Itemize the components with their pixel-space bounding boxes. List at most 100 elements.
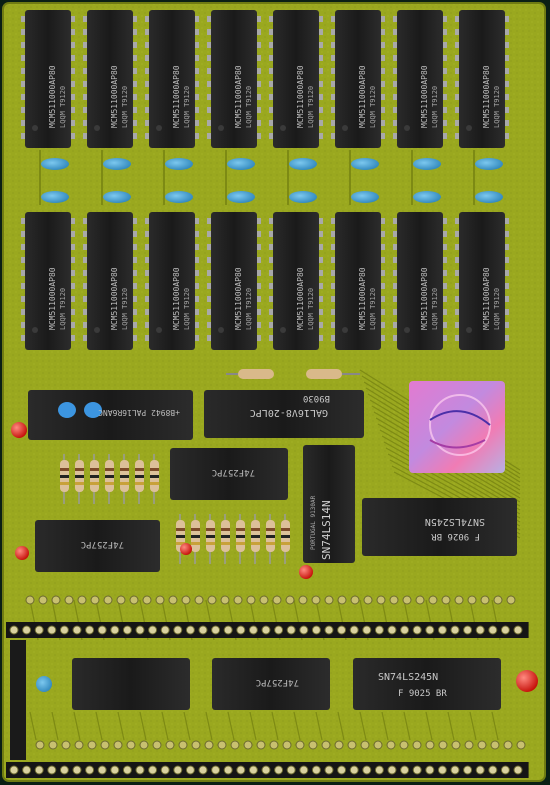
capacitor	[165, 191, 193, 203]
connector-pin	[135, 765, 145, 775]
connector-pin	[211, 765, 221, 775]
capacitor	[227, 158, 255, 170]
connector-pin	[85, 765, 95, 775]
connector-pin	[72, 765, 82, 775]
connector-pin	[139, 740, 149, 750]
connector-pin	[9, 625, 19, 635]
connector-pin	[160, 625, 170, 635]
connector-pin	[74, 740, 84, 750]
connector-pin	[363, 595, 373, 605]
connector-pin	[236, 625, 246, 635]
connector-pin	[311, 625, 321, 635]
ram-chip-datecode: LQQM T9120	[183, 86, 191, 128]
decoupling-capacitors	[41, 158, 503, 203]
connector-pin	[374, 765, 384, 775]
capacitor	[413, 158, 441, 170]
connector-pin	[72, 625, 82, 635]
connector-pin	[454, 595, 464, 605]
connector-pin	[100, 740, 110, 750]
trace	[337, 711, 345, 741]
capacitor	[227, 191, 255, 203]
trace	[249, 711, 257, 741]
ram-chip-label: MCM511000AP80	[48, 267, 57, 330]
led-red-right	[516, 670, 538, 692]
connector-pin	[286, 625, 296, 635]
connector-pin	[428, 595, 438, 605]
connector-pin	[500, 765, 510, 775]
connector-pin	[97, 765, 107, 775]
connector-pin	[261, 625, 271, 635]
connector-pin	[490, 740, 500, 750]
connector-pin	[122, 625, 132, 635]
connector-pin	[25, 595, 35, 605]
connector-pin	[475, 625, 485, 635]
connector-pin	[48, 740, 58, 750]
connector-pin	[299, 625, 309, 635]
connector-pin	[85, 625, 95, 635]
connector-pin	[503, 740, 513, 750]
capacitor	[103, 158, 131, 170]
connector-pin	[467, 595, 477, 605]
connector-pin	[122, 765, 132, 775]
connector-pin	[22, 765, 32, 775]
connector-pin	[399, 740, 409, 750]
ram-chip-label: MCM511000AP80	[358, 267, 367, 330]
ram-chip-label: MCM511000AP80	[172, 267, 181, 330]
connector-pin	[59, 765, 69, 775]
top-resistors	[226, 369, 360, 379]
connector-pin	[135, 625, 145, 635]
connector-pin	[233, 595, 243, 605]
connector-pin	[35, 740, 45, 750]
connector-pin	[34, 765, 44, 775]
connector-pin	[349, 765, 359, 775]
connector-pin	[311, 595, 321, 605]
connector-pin	[451, 740, 461, 750]
gal-chip-code: B9030	[303, 393, 330, 403]
ls245-chip-bottom: SN74LS245N F 9025 BR	[353, 658, 501, 710]
connector-pin	[425, 625, 435, 635]
connector-pin	[116, 595, 126, 605]
connector-pin	[272, 595, 282, 605]
f257-chip-mid: 74F257PC	[170, 448, 288, 500]
trace	[183, 711, 191, 741]
connector-pin	[51, 595, 61, 605]
gal-chip: GAL16V8-20LPC B9030	[204, 390, 364, 438]
connector-pin	[248, 625, 258, 635]
pal-chip-label: +B8942 PAL16R6ANC	[98, 408, 180, 417]
trace	[491, 711, 499, 741]
f257-chip-left-label: 74F257PC	[81, 539, 124, 549]
connector-pin	[463, 625, 473, 635]
capacitor	[351, 158, 379, 170]
led-red-left-2	[15, 546, 29, 560]
connector-pin	[516, 740, 526, 750]
ram-chip-label: MCM511000AP80	[48, 65, 57, 128]
connector-pin	[425, 765, 435, 775]
connector-pin	[87, 740, 97, 750]
connector-pin	[450, 625, 460, 635]
connector-pin	[337, 595, 347, 605]
connector-pin	[513, 765, 523, 775]
connector-pin	[493, 595, 503, 605]
ram-chip-label: MCM511000AP80	[420, 267, 429, 330]
connector-pin	[475, 765, 485, 775]
led-red-mid	[299, 565, 313, 579]
connector-pin	[488, 765, 498, 775]
connector-pin	[47, 765, 57, 775]
connector-pin	[324, 595, 334, 605]
ram-chip-label: MCM511000AP80	[358, 65, 367, 128]
ram-chip-label: MCM511000AP80	[110, 65, 119, 128]
connector-pin	[441, 595, 451, 605]
connector-pin	[425, 740, 435, 750]
connector-pin	[223, 625, 233, 635]
connector-pin	[113, 740, 123, 750]
capacitor	[475, 158, 503, 170]
connector-pin	[34, 625, 44, 635]
connector-pin	[198, 765, 208, 775]
ram-chip-datecode: LQQM T9120	[245, 288, 253, 330]
